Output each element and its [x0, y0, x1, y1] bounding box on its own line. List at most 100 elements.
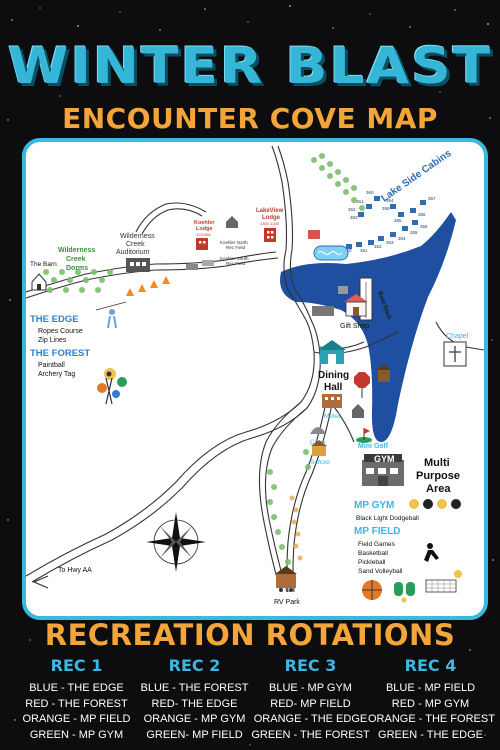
cabin-number: 364 — [386, 198, 394, 203]
the-edge-label: THE EDGE — [30, 314, 79, 325]
page-subtitle: ENCOUNTER COVE MAP — [62, 102, 438, 135]
rec-assignment: GREEN - MP GYM — [29, 728, 124, 741]
dorms-label-line1: Wilderness — [58, 247, 95, 254]
rec-heading: REC 4 — [404, 656, 457, 675]
mp-field-activity: Field Games — [358, 541, 396, 548]
rv-park-icon — [275, 566, 297, 592]
lake — [280, 212, 456, 442]
stop-sign-icon — [354, 372, 370, 398]
dining-hall-label-line2: Hall — [324, 382, 343, 393]
rec-column: REC 1 BLUE - THE EDGE RED - THE FOREST O… — [14, 656, 139, 743]
building-marker — [312, 306, 334, 316]
pickleball-icon — [394, 582, 415, 603]
dining-hall-label-line1: Dining — [318, 370, 349, 381]
cabin-number: 354 — [398, 236, 406, 241]
gym-building-icon — [362, 454, 404, 486]
campfire-icons — [126, 276, 170, 296]
barn-icon — [31, 273, 47, 291]
rec-assignment: ORANGE - THE FOREST — [368, 713, 495, 725]
gift-shop-icon — [344, 294, 368, 317]
chapel-label: Chapel — [446, 333, 469, 340]
mp-field-activity: Basketball — [358, 550, 389, 557]
cabin-number: 351 — [360, 248, 368, 253]
building-marker — [338, 286, 348, 294]
pool-icon — [308, 230, 349, 261]
the-forest-activity: Archery Tag — [38, 371, 75, 378]
auditorium-label-line2: Creek — [126, 241, 145, 248]
motel-label: Motel — [324, 413, 340, 420]
koehler-lodge-icon — [196, 238, 208, 250]
rec-heading: REC 2 — [168, 656, 221, 675]
mp-field-label: MP FIELD — [354, 526, 400, 537]
building-marker — [352, 404, 364, 418]
cabin-number: 355 — [410, 230, 418, 235]
dorms-label-line3: Dorms — [66, 265, 88, 272]
cabin-number: 360 — [366, 190, 374, 195]
camp-map: Boat Dock — [22, 138, 488, 620]
zipline-person-icon — [95, 301, 127, 329]
koehler-lodge-rooms: 103-566 — [196, 232, 211, 237]
map-drawing: Boat Dock — [26, 145, 484, 606]
arrow-left-icon — [32, 575, 49, 589]
rec-assignment: ORANGE - MP GYM — [143, 713, 246, 725]
page-title: WINTER BLAST — [7, 37, 493, 95]
school-icon — [311, 440, 327, 456]
gift-shop-label: Gift Shop — [340, 323, 369, 330]
koehler-south-label-line1: Koehler South — [220, 256, 249, 261]
rv-park-label: RV Park — [274, 599, 300, 606]
lakeview-lodge-label-line2: Lodge — [262, 215, 281, 221]
mp-field-activity: Sand Volleyball — [358, 568, 403, 575]
the-edge-activity: Ropes Course — [38, 328, 83, 335]
rec-assignment: BLUE - THE EDGE — [29, 682, 124, 694]
the-forest-activity: Paintball — [38, 362, 65, 369]
rec-assignment: BLUE - MP GYM — [269, 682, 352, 694]
rec-heading: REC 3 — [284, 656, 337, 675]
mini-golf-icon — [356, 428, 372, 443]
rec-field-marker — [202, 260, 214, 266]
chapel-icon — [443, 341, 467, 367]
the-edge-activity: Zip Lines — [38, 337, 67, 344]
mp-gym-label: MP GYM — [354, 500, 394, 511]
rec-field-marker — [186, 264, 198, 270]
multi-purpose-label-line1: Multi — [424, 457, 450, 469]
rec-assignment: GREEN - THE EDGE — [378, 728, 483, 741]
rec-assignment: GREEN- MP FIELD — [146, 728, 243, 741]
motel-icon — [322, 394, 342, 408]
cabin-number: 363 — [350, 215, 358, 220]
lakeview-lodge-rooms: 1300-1340 — [260, 221, 280, 226]
multi-purpose-label-line2: Purpose — [416, 470, 460, 482]
rec-assignment: BLUE - MP FIELD — [385, 682, 476, 694]
basketball-icon — [362, 580, 382, 600]
the-forest-label: THE FOREST — [30, 348, 90, 359]
cabin-number: 362 — [348, 207, 356, 212]
cave-icon — [310, 427, 326, 434]
building-marker — [377, 364, 391, 382]
rec-assignment: RED- MP FIELD — [270, 697, 351, 710]
koehler-south-label-line2: Rec Field — [226, 261, 246, 266]
mini-golf-label: Mini Golf — [358, 443, 389, 450]
gym-sign: GYM — [374, 454, 395, 464]
rec-heading: REC 1 — [50, 656, 103, 675]
multi-purpose-label-line3: Area — [426, 483, 451, 495]
lake-side-cabins-label: Lake Side Cabins — [379, 148, 454, 205]
running-person-icon — [424, 543, 439, 562]
tree-clusters — [43, 153, 365, 565]
rec-column: REC 2 BLUE - THE FOREST RED- THE EDGE OR… — [132, 656, 257, 743]
cabin-number: 366 — [418, 212, 426, 217]
volleyball-net-icon — [425, 570, 462, 593]
recreation-title: RECREATION ROTATIONS — [44, 618, 456, 652]
koehler-lodge-label-line2: Lodge — [196, 226, 213, 232]
mp-field-activity: Pickleball — [358, 559, 386, 566]
cabin-number: 365 — [394, 218, 402, 223]
cabin-number: 356 — [420, 224, 428, 229]
cabin-number: 361 — [356, 199, 364, 204]
lakeview-lodge-icon — [264, 228, 276, 242]
koehler-north-label-line1: Koehler North — [220, 240, 248, 245]
cabin-number: 352 — [374, 244, 382, 249]
lakeview-lodge-label-line1: LakeView — [256, 208, 284, 214]
koehler-north-label-line2: Rec Field — [226, 245, 246, 250]
cabin-number: 357 — [428, 196, 436, 201]
dorms-label-line2: Creek — [66, 256, 86, 263]
rec-assignment: RED - THE FOREST — [25, 697, 128, 710]
